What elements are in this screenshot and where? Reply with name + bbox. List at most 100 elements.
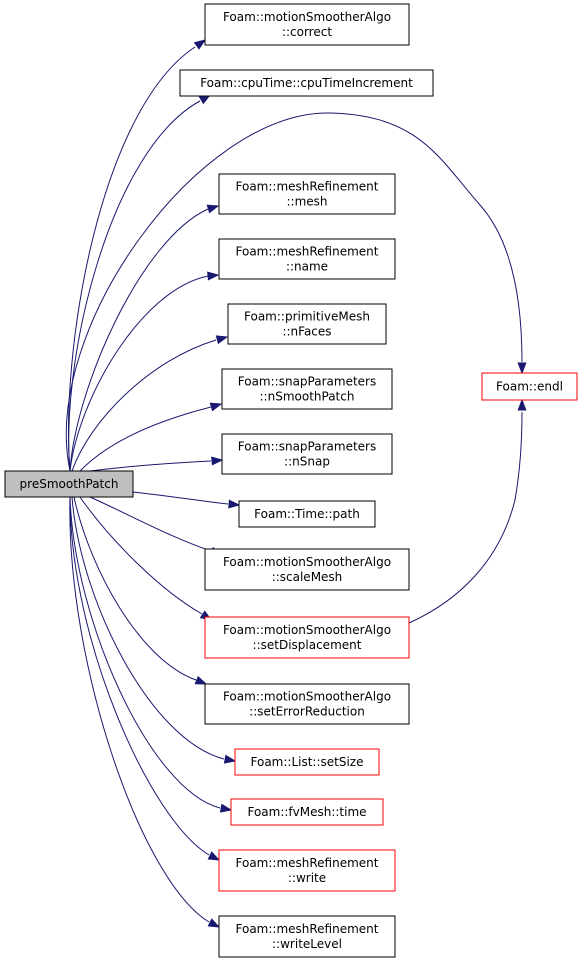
node-label: Foam::meshRefinement bbox=[236, 245, 379, 259]
edge-line bbox=[89, 460, 212, 472]
node-time[interactable]: Foam::fvMesh::time bbox=[230, 798, 384, 826]
arrowhead bbox=[215, 335, 229, 345]
node-label: ::setDisplacement bbox=[253, 638, 362, 652]
arrowhead bbox=[193, 39, 207, 50]
edge-line bbox=[89, 496, 212, 552]
nodes-layer: preSmoothPatchFoam::motionSmootherAlgo::… bbox=[4, 3, 578, 958]
arrowhead bbox=[228, 499, 241, 509]
arrowhead bbox=[517, 362, 527, 375]
edge-line bbox=[408, 411, 523, 624]
node-label: preSmoothPatch bbox=[20, 477, 119, 491]
edge-line bbox=[68, 100, 201, 472]
edge-setdisp-to-endl bbox=[408, 398, 527, 624]
node-box[interactable] bbox=[218, 173, 396, 215]
node-box[interactable] bbox=[218, 915, 396, 958]
node-label: ::nSmoothPatch bbox=[260, 390, 355, 404]
node-label: Foam::snapParameters bbox=[238, 440, 376, 454]
node-box[interactable] bbox=[4, 470, 134, 498]
node-box[interactable] bbox=[204, 683, 410, 725]
node-box[interactable] bbox=[481, 372, 578, 401]
edge-line bbox=[69, 275, 209, 472]
node-box[interactable] bbox=[204, 548, 410, 591]
node-box[interactable] bbox=[238, 500, 376, 528]
node-label: Foam::meshRefinement bbox=[236, 922, 379, 936]
edge-line bbox=[69, 496, 210, 856]
node-label: ::nFaces bbox=[282, 325, 331, 339]
edges-layer bbox=[65, 39, 527, 928]
edge-line bbox=[79, 496, 203, 615]
node-cpu[interactable]: Foam::cpuTime::cpuTimeIncrement bbox=[179, 69, 434, 97]
arrowhead bbox=[517, 398, 527, 411]
node-nsmooth[interactable]: Foam::snapParameters::nSmoothPatch bbox=[221, 368, 393, 410]
node-label: Foam::motionSmootherAlgo bbox=[223, 10, 391, 24]
arrowhead bbox=[207, 851, 221, 861]
edge-root-to-name bbox=[69, 271, 220, 472]
edge-line bbox=[69, 208, 209, 472]
edge-root-to-setsize bbox=[71, 496, 237, 764]
arrowhead bbox=[207, 918, 221, 928]
edge-root-to-nsnap bbox=[89, 456, 224, 472]
node-label: Foam::Time::path bbox=[254, 507, 360, 521]
node-mesh[interactable]: Foam::meshRefinement::mesh bbox=[218, 173, 396, 215]
node-label: Foam::fvMesh::time bbox=[247, 805, 366, 819]
node-box[interactable] bbox=[218, 238, 396, 280]
edge-root-to-writelevel bbox=[69, 496, 221, 928]
arrowhead bbox=[223, 754, 237, 764]
node-box[interactable] bbox=[204, 616, 410, 659]
node-endl[interactable]: Foam::endl bbox=[481, 372, 578, 401]
node-label: Foam::meshRefinement bbox=[236, 856, 379, 870]
arrowhead bbox=[207, 271, 220, 281]
node-label: Foam::motionSmootherAlgo bbox=[223, 623, 391, 637]
edge-root-to-mesh bbox=[69, 204, 220, 472]
edge-line bbox=[79, 406, 212, 472]
node-box[interactable] bbox=[227, 303, 387, 345]
node-setdisp[interactable]: Foam::motionSmootherAlgo::setDisplacemen… bbox=[204, 616, 410, 659]
node-label: ::nSnap bbox=[284, 455, 330, 469]
edge-line bbox=[69, 496, 210, 923]
node-label: Foam::cpuTime::cpuTimeIncrement bbox=[200, 76, 413, 90]
edge-root-to-endl bbox=[65, 112, 527, 472]
arrowhead bbox=[206, 204, 220, 214]
node-box[interactable] bbox=[230, 798, 384, 826]
node-name[interactable]: Foam::meshRefinement::name bbox=[218, 238, 396, 280]
node-label: Foam::primitiveMesh bbox=[244, 310, 370, 324]
node-nfaces[interactable]: Foam::primitiveMesh::nFaces bbox=[227, 303, 387, 345]
node-label: ::scaleMesh bbox=[272, 570, 343, 584]
node-box[interactable] bbox=[179, 69, 434, 97]
node-root[interactable]: preSmoothPatch bbox=[4, 470, 134, 498]
node-label: Foam::meshRefinement bbox=[236, 180, 379, 194]
node-box[interactable] bbox=[221, 433, 393, 475]
node-seterr[interactable]: Foam::motionSmootherAlgo::setErrorReduct… bbox=[204, 683, 410, 725]
node-scale[interactable]: Foam::motionSmootherAlgo::scaleMesh bbox=[204, 548, 410, 591]
node-nsnap[interactable]: Foam::snapParameters::nSnap bbox=[221, 433, 393, 475]
node-writelevel[interactable]: Foam::meshRefinement::writeLevel bbox=[218, 915, 396, 958]
node-label: Foam::snapParameters bbox=[238, 375, 376, 389]
edge-line bbox=[69, 496, 221, 809]
node-label: ::write bbox=[288, 871, 326, 885]
node-box[interactable] bbox=[218, 849, 396, 892]
arrowhead bbox=[211, 456, 224, 466]
edge-root-to-correct bbox=[68, 39, 207, 472]
edge-root-to-write bbox=[69, 496, 221, 861]
node-label: Foam::List::setSize bbox=[251, 755, 364, 769]
node-correct[interactable]: Foam::motionSmootherAlgo::correct bbox=[204, 3, 410, 46]
edge-line bbox=[71, 496, 225, 760]
arrowhead bbox=[194, 675, 208, 685]
node-label: ::setErrorReduction bbox=[249, 705, 365, 719]
edge-line bbox=[71, 339, 217, 472]
node-label: Foam::endl bbox=[496, 380, 563, 394]
node-box[interactable] bbox=[234, 748, 380, 776]
edge-root-to-time bbox=[69, 496, 233, 813]
edge-root-to-scale bbox=[89, 496, 223, 556]
edge-root-to-setdisp bbox=[79, 496, 213, 621]
node-path[interactable]: Foam::Time::path bbox=[238, 500, 376, 528]
arrowhead bbox=[219, 803, 233, 813]
node-box[interactable] bbox=[221, 368, 393, 410]
edge-line bbox=[73, 496, 197, 681]
node-write[interactable]: Foam::meshRefinement::write bbox=[218, 849, 396, 892]
node-label: Foam::motionSmootherAlgo bbox=[223, 690, 391, 704]
node-setsize[interactable]: Foam::List::setSize bbox=[234, 748, 380, 776]
node-box[interactable] bbox=[204, 3, 410, 46]
node-label: ::name bbox=[286, 260, 328, 274]
